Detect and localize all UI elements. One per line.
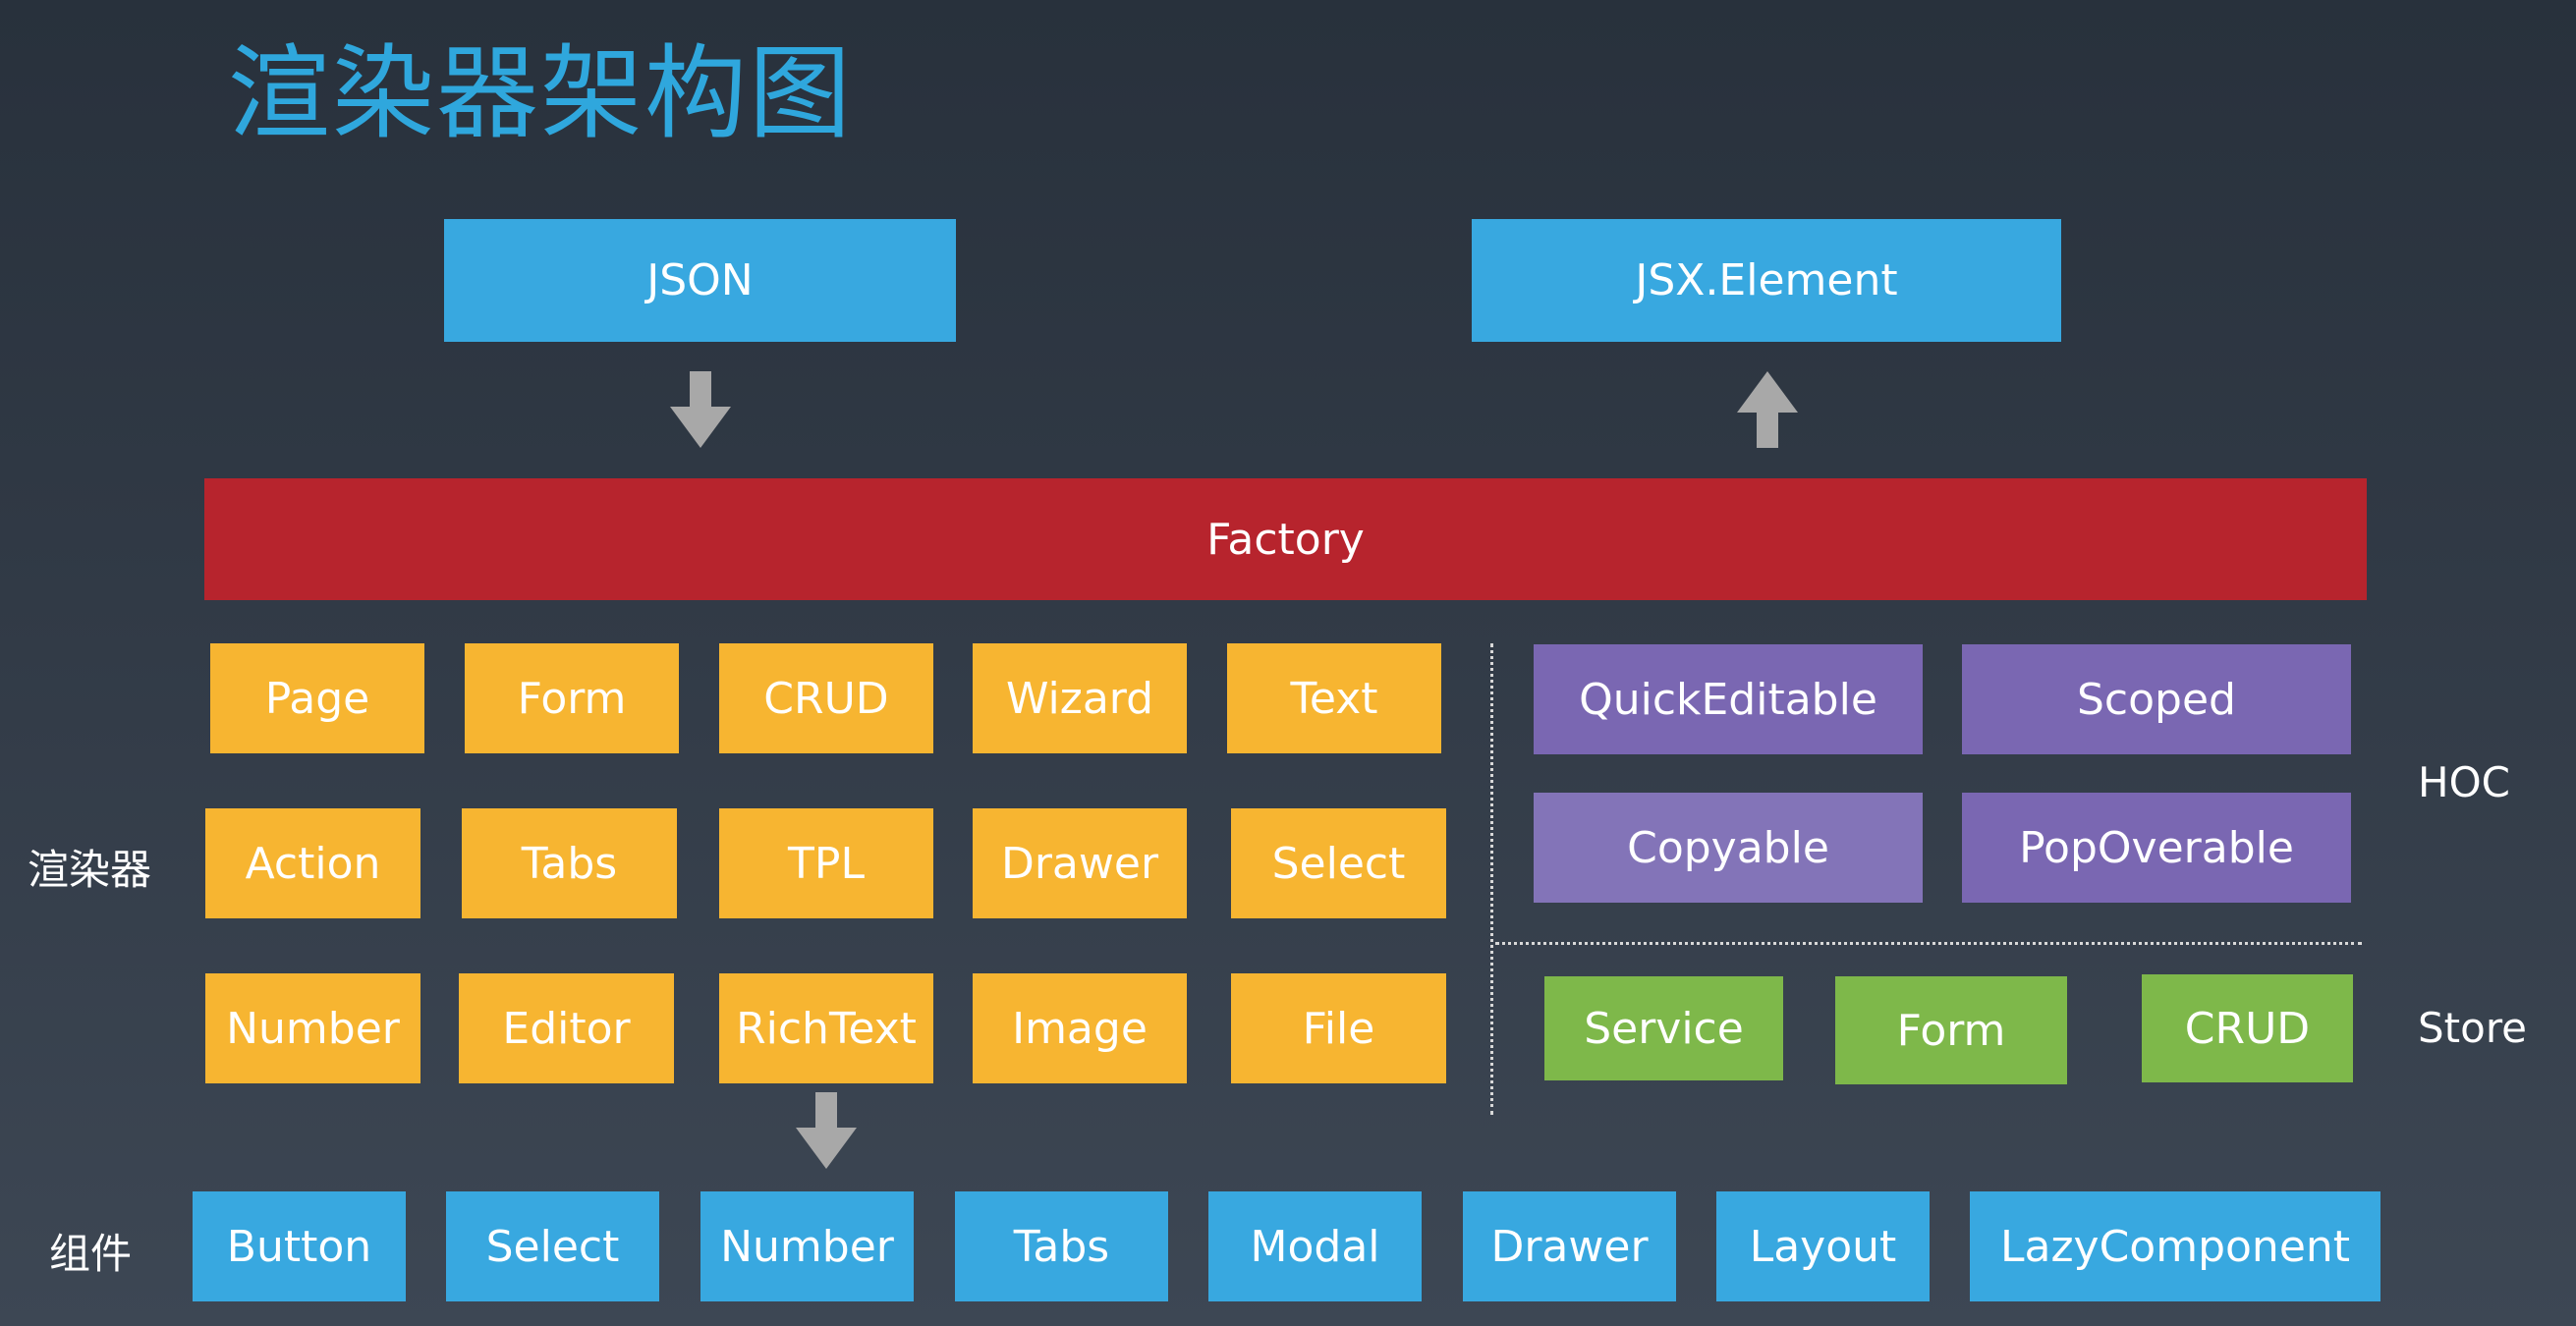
renderer-select: Select [1231, 808, 1446, 918]
hoc-scoped: Scoped [1962, 644, 2351, 754]
store-service: Service [1544, 976, 1783, 1080]
store-form: Form [1835, 976, 2067, 1084]
separator-horizontal [1495, 942, 2362, 945]
hoc-label: HOC [2418, 758, 2510, 806]
renderer-action: Action [205, 808, 420, 918]
renderer-form: Form [465, 643, 679, 753]
renderer-page: Page [210, 643, 424, 753]
component-button: Button [193, 1191, 406, 1301]
arrow-down-icon [796, 1092, 857, 1169]
arrow-down-icon [670, 371, 731, 448]
page-title: 渲染器架构图 [228, 33, 854, 153]
renderers-label: 渲染器 [28, 846, 152, 894]
renderer-editor: Editor [459, 973, 674, 1083]
hoc-popoverable: PopOverable [1962, 793, 2351, 903]
renderer-crud: CRUD [719, 643, 933, 753]
component-select: Select [446, 1191, 659, 1301]
component-tabs: Tabs [955, 1191, 1168, 1301]
component-lazycomponent: LazyComponent [1970, 1191, 2380, 1301]
component-modal: Modal [1208, 1191, 1422, 1301]
store-crud: CRUD [2142, 974, 2353, 1082]
renderer-image: Image [973, 973, 1187, 1083]
component-layout: Layout [1716, 1191, 1930, 1301]
separator-vertical [1490, 643, 1493, 1115]
jsx-element-box: JSX.Element [1472, 219, 2061, 342]
renderer-tpl: TPL [719, 808, 933, 918]
renderer-file: File [1231, 973, 1446, 1083]
renderer-richtext: RichText [719, 973, 933, 1083]
component-drawer: Drawer [1463, 1191, 1676, 1301]
arrow-up-icon [1737, 371, 1798, 448]
renderer-text: Text [1227, 643, 1441, 753]
renderer-number: Number [205, 973, 420, 1083]
renderer-wizard: Wizard [973, 643, 1187, 753]
component-number: Number [700, 1191, 914, 1301]
store-label: Store [2418, 1004, 2528, 1052]
json-box: JSON [444, 219, 956, 342]
components-label: 组件 [49, 1230, 133, 1278]
hoc-quickeditable: QuickEditable [1534, 644, 1923, 754]
factory-box: Factory [204, 478, 2367, 600]
hoc-copyable: Copyable [1534, 793, 1923, 903]
renderer-drawer: Drawer [973, 808, 1187, 918]
renderer-tabs: Tabs [462, 808, 677, 918]
